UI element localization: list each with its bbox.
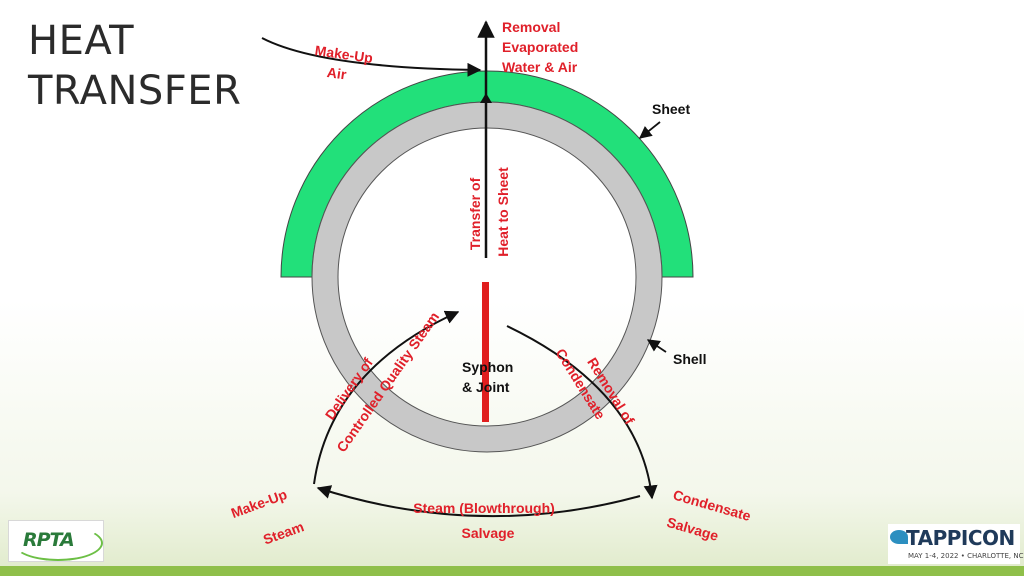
bottom-accent-strip [0,566,1024,576]
transfer-heat-label: Transfer of Heat to Sheet [467,167,511,257]
tappicon-mark [890,530,908,544]
removal-evaporated-label: Removal Evaporated Water & Air [502,19,582,75]
blowthrough-arrow [316,485,641,518]
make-up-air-label: Make-Up Air [311,42,378,86]
shell-label: Shell [673,351,706,367]
condensate-salvage-label: Condensate Salvage [664,487,757,552]
tappicon-logo-name: TAPPICON [906,526,1015,550]
sheet-pointer-arrow [639,121,661,139]
rpta-swoosh [13,525,103,561]
slide-title-line1: HEAT [28,18,135,64]
syphon-bar [482,282,489,422]
make-up-air-arrow [261,37,482,77]
delivery-arrow [313,310,460,485]
removal-condensate-arrow [506,325,658,500]
heat-arrow-mid-head [480,93,492,103]
rpta-logo-text: RPTA [23,529,75,551]
slide-title-line2: TRANSFER [28,68,242,114]
sheet-label: Sheet [652,101,690,117]
syphon-joint-label: Syphon & Joint [462,359,517,395]
slide-title: HEAT TRANSFER [28,16,288,116]
tappicon-logo: TAPPICON MAY 1-4, 2022 • CHARLOTTE, NC [888,524,1024,564]
shell-pointer-arrow [646,339,667,353]
rpta-logo: RPTA [8,520,104,562]
make-up-steam-label: Make-Up Steam [229,484,306,554]
steam-blowthrough-label: Steam (Blowthrough) Salvage [413,500,558,541]
tappicon-logo-subtitle: MAY 1-4, 2022 • CHARLOTTE, NC [908,552,1024,560]
